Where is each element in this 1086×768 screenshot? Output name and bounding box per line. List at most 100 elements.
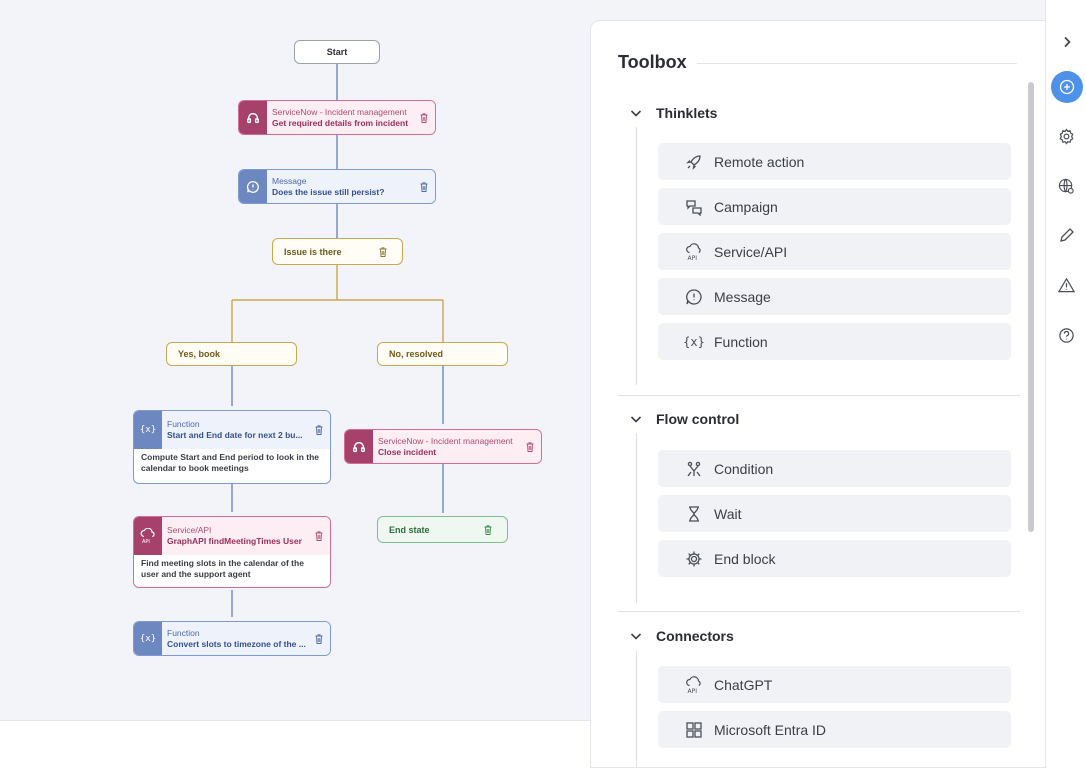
message-icon [685, 288, 703, 306]
start-label: Start [326, 47, 348, 57]
section-divider [618, 395, 1020, 396]
section-connectors[interactable]: Connectors [629, 628, 734, 644]
help-icon [1059, 327, 1074, 343]
tool-microsoft-entra-id[interactable]: Microsoft Entra ID [658, 711, 1011, 748]
branch-label: No, resolved [389, 349, 444, 359]
close-incident-node[interactable]: ServiceNow - Incident management Close i… [344, 429, 542, 464]
cloud-api-icon: API [685, 242, 703, 261]
tool-function[interactable]: {x} Function [658, 323, 1011, 360]
canvas-footer [0, 720, 590, 768]
node-type: ServiceNow - Incident management [378, 435, 513, 446]
end-state-node[interactable]: End state [377, 516, 508, 543]
section-rail [636, 433, 637, 603]
headset-icon [239, 101, 267, 134]
edit-button[interactable] [1046, 220, 1086, 250]
tool-label: Microsoft Entra ID [714, 721, 827, 738]
settings-button[interactable] [1046, 121, 1086, 151]
tool-remote-action[interactable]: Remote action [658, 143, 1011, 180]
settings-icon [1059, 127, 1074, 145]
branch-no[interactable]: No, resolved [377, 342, 508, 366]
node-header [267, 170, 435, 203]
node-title: Close incident [378, 446, 437, 457]
trash-icon[interactable] [378, 246, 388, 257]
node-type: Function [167, 627, 200, 638]
node-type: ServiceNow - Incident management [272, 106, 407, 117]
rocket-icon [685, 153, 703, 171]
tool-label: Condition [714, 460, 774, 477]
start-node[interactable]: Start [294, 40, 380, 64]
trash-icon[interactable] [525, 441, 535, 452]
toolbox-scrollbar[interactable] [1028, 82, 1034, 532]
svg-text:API: API [688, 688, 698, 694]
section-thinklets[interactable]: Thinklets [629, 105, 717, 121]
tool-wait[interactable]: Wait [658, 495, 1011, 532]
function-node-timezone[interactable]: {x} Function Convert slots to timezone o… [133, 621, 331, 656]
tool-chatgpt[interactable]: API ChatGPT [658, 666, 1011, 703]
globe-settings-icon [1058, 178, 1074, 194]
section-label: Connectors [656, 628, 734, 644]
tool-label: Service/API [714, 243, 788, 260]
section-rail [636, 650, 637, 767]
node-description: Find meeting slots in the calendar of th… [141, 558, 304, 579]
tool-message[interactable]: Message [658, 278, 1011, 315]
trash-icon[interactable] [419, 112, 429, 123]
tool-campaign[interactable]: Campaign [658, 188, 1011, 225]
cloud-api-icon: API [134, 517, 162, 555]
title-divider [697, 63, 1017, 64]
function-icon: {x} [683, 334, 705, 349]
cloud-api-icon: API [685, 675, 703, 694]
collapse-button[interactable] [1046, 27, 1086, 57]
service-api-node[interactable]: API Service/API GraphAPI findMeetingTime… [133, 516, 331, 588]
help-button[interactable] [1046, 320, 1086, 350]
add-button[interactable] [1051, 71, 1083, 103]
node-description: Compute Start and End period to look in … [141, 452, 320, 473]
section-divider [618, 611, 1020, 612]
right-rail [1045, 0, 1086, 768]
warnings-button[interactable] [1046, 270, 1086, 300]
tool-label: Wait [714, 505, 742, 522]
tool-label: Message [714, 288, 771, 305]
function-node-dates[interactable]: {x} Function Start and End date for next… [133, 410, 331, 484]
node-header [267, 101, 435, 134]
headset-icon [345, 430, 373, 463]
section-label: Flow control [656, 411, 740, 427]
chevron-right-icon [1063, 36, 1071, 48]
branch-label: Yes, book [178, 349, 221, 359]
tool-label: End block [714, 550, 776, 567]
tool-service-api[interactable]: API Service/API [658, 233, 1011, 270]
tool-label: Remote action [714, 153, 805, 170]
node-header [162, 622, 330, 655]
condition-icon [685, 460, 703, 478]
node-type: Function [167, 419, 200, 429]
trash-icon[interactable] [483, 524, 493, 535]
end-state-label: End state [389, 524, 430, 535]
node-title: GraphAPI findMeetingTimes User [167, 536, 302, 546]
node-header [162, 411, 330, 449]
tool-end-block[interactable]: End block [658, 540, 1011, 577]
trash-icon[interactable] [314, 633, 324, 644]
toolbox-title: Toolbox [618, 52, 687, 72]
node-type: Message [272, 175, 307, 186]
branch-yes[interactable]: Yes, book [166, 342, 297, 366]
warning-icon [1058, 277, 1075, 293]
node-title: Get required details from incident [272, 117, 409, 128]
condition-node[interactable]: Issue is there [272, 238, 403, 265]
trash-icon[interactable] [314, 531, 324, 542]
node-type: Service/API [167, 525, 212, 535]
add-icon [1059, 79, 1075, 95]
message-node[interactable]: Message Does the issue still persist? [238, 169, 436, 204]
flow-canvas[interactable]: Start ServiceNow - Incident management G… [0, 0, 590, 720]
chevron-down-icon [630, 110, 642, 117]
trash-icon[interactable] [314, 425, 324, 436]
edit-icon [1059, 228, 1074, 242]
node-title: Convert slots to timezone of the ... [167, 638, 306, 649]
message-icon [239, 170, 267, 203]
tool-condition[interactable]: Condition [658, 450, 1011, 487]
incident-details-node[interactable]: ServiceNow - Incident management Get req… [238, 100, 436, 135]
toolbox-panel: Toolbox Thinklets Remote action Campaign… [590, 20, 1045, 768]
tool-label: Function [714, 333, 768, 350]
section-rail [636, 127, 637, 385]
section-flow-control[interactable]: Flow control [629, 411, 739, 427]
trash-icon[interactable] [419, 181, 429, 192]
language-settings-button[interactable] [1046, 171, 1086, 201]
